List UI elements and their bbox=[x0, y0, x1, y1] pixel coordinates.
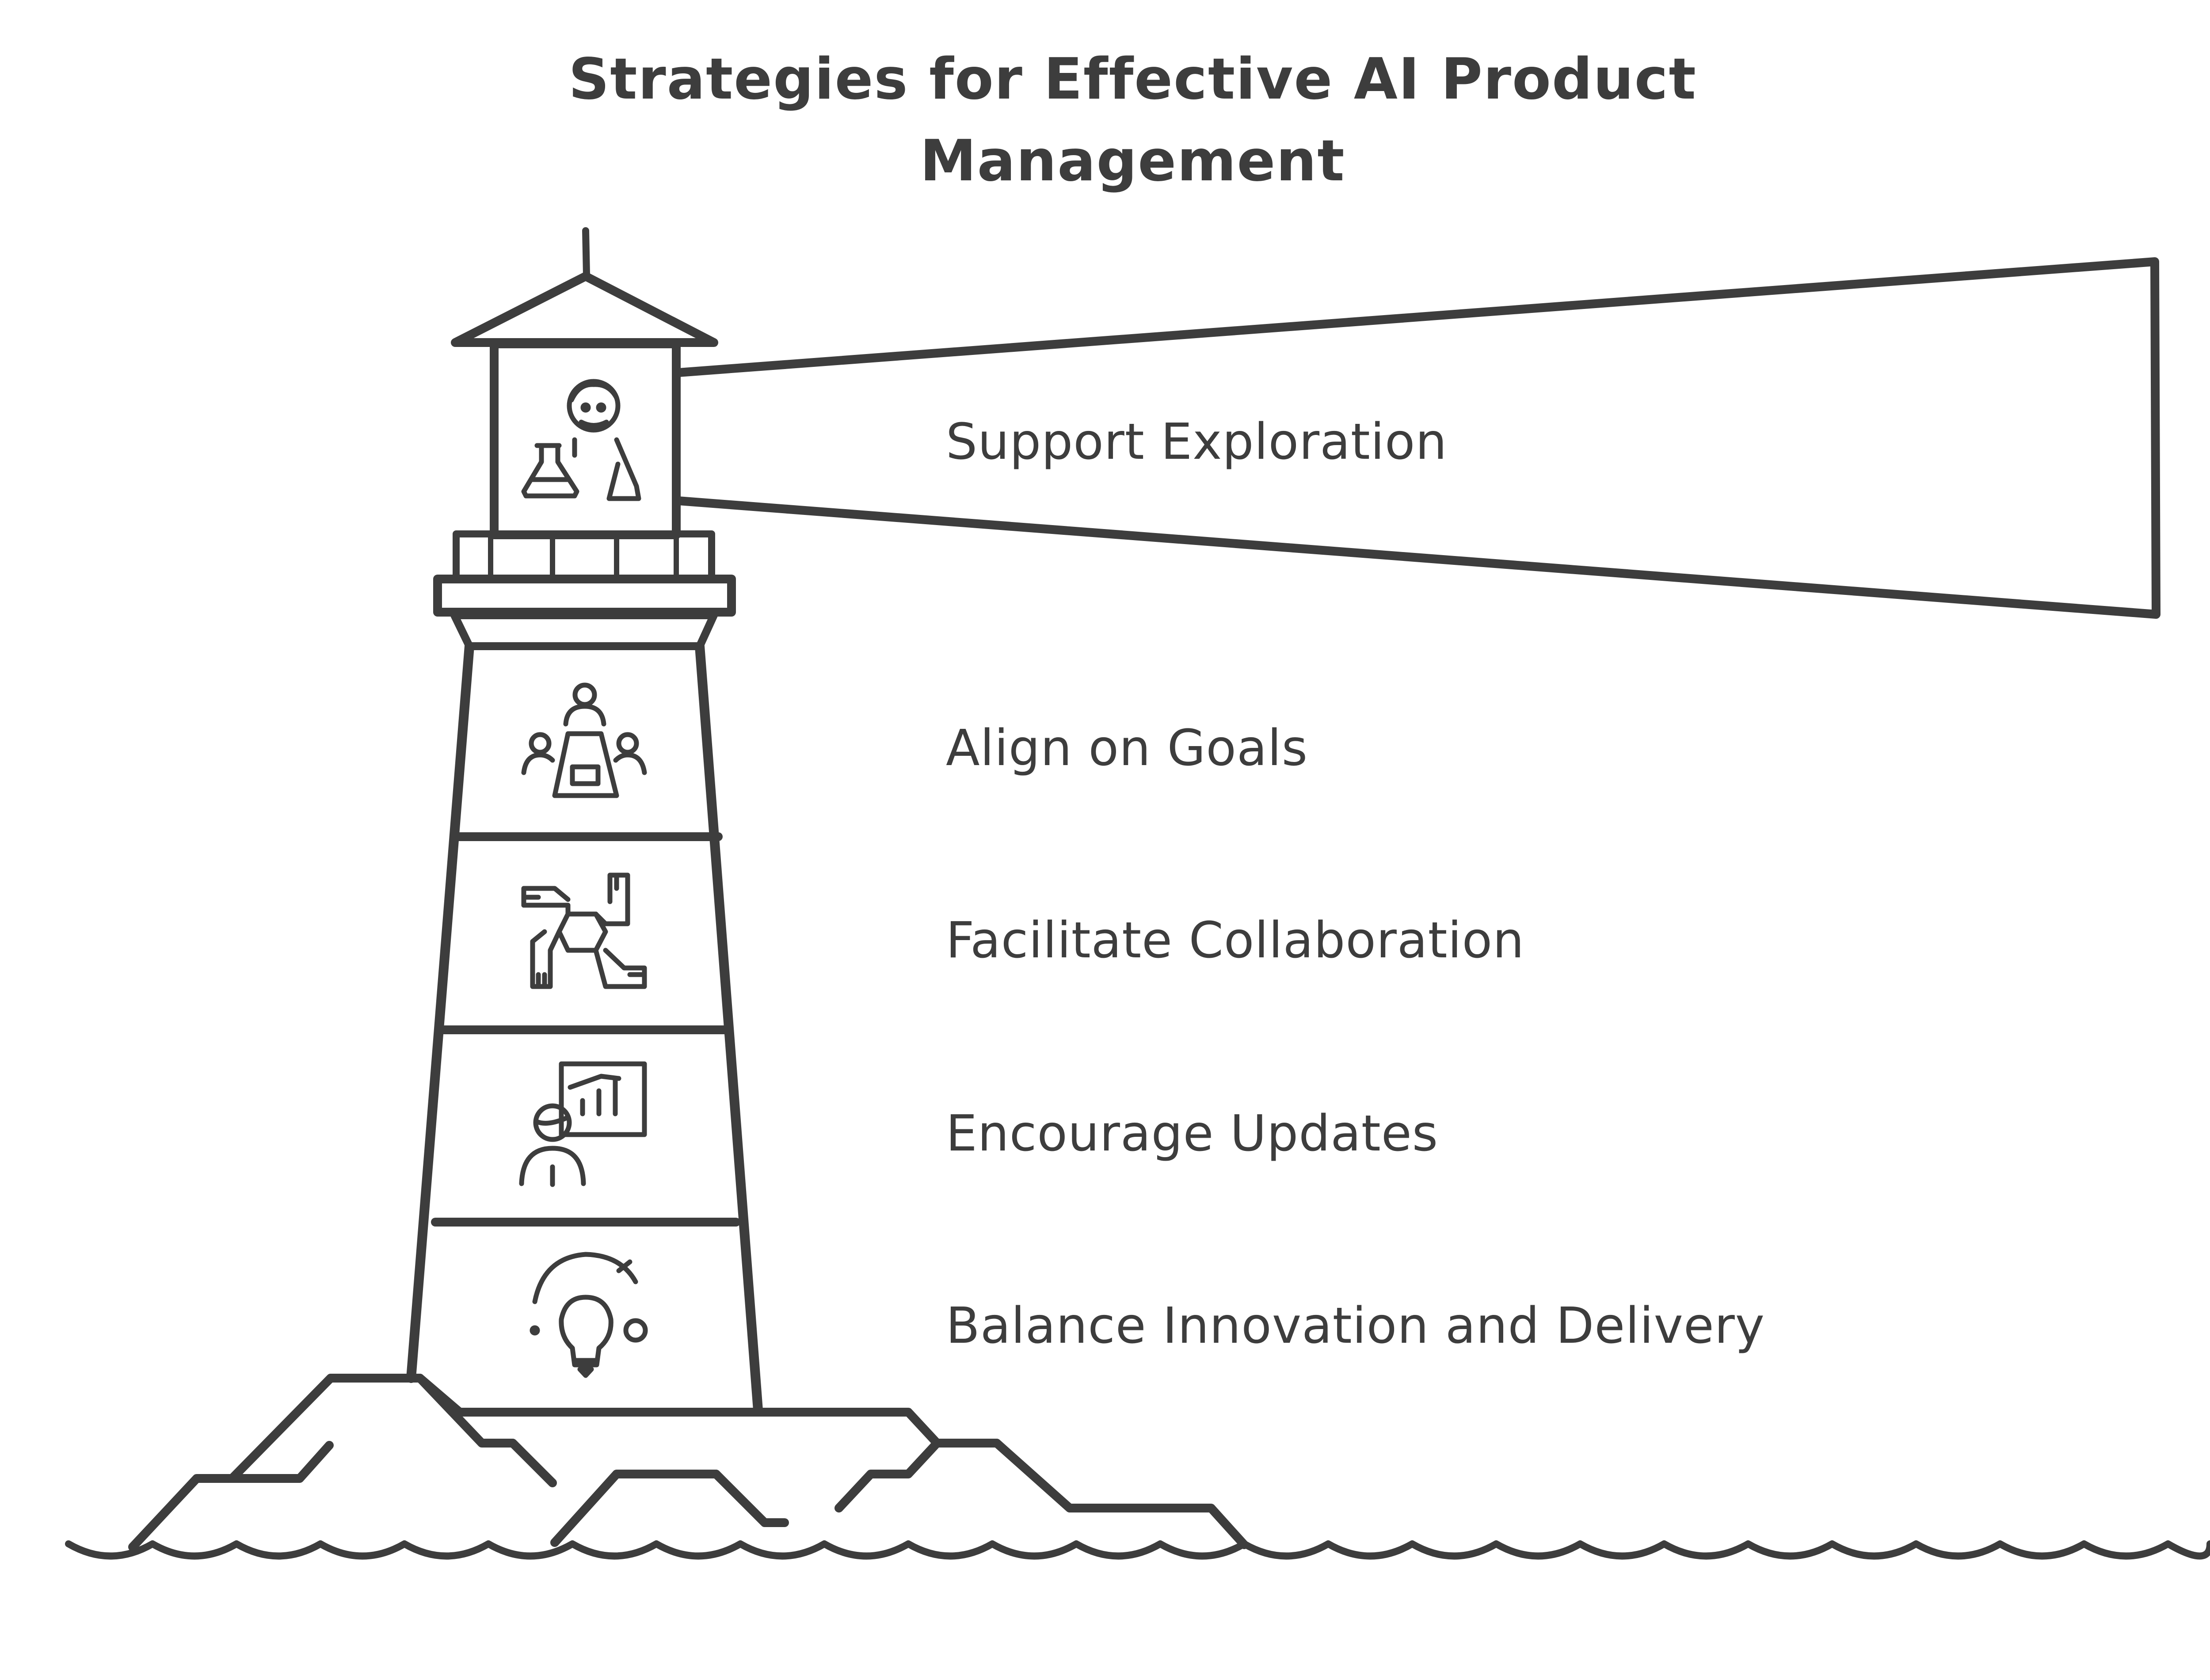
presentation-chart-icon bbox=[519, 1061, 647, 1187]
diagram-title-line-1: Strategies for Effective AI Product bbox=[568, 46, 1697, 112]
lightbulb-balance-icon bbox=[530, 1252, 648, 1378]
rocks-right-ledge bbox=[834, 1439, 941, 1512]
gallery-railing bbox=[453, 530, 715, 583]
lantern-roof bbox=[451, 272, 718, 347]
lantern-room bbox=[490, 339, 681, 539]
tower-corbel bbox=[450, 611, 718, 650]
tower-band-lines bbox=[431, 832, 740, 1227]
strategy-label-align-on-goals: Align on Goals bbox=[946, 720, 1308, 777]
scientist-icon bbox=[521, 379, 641, 501]
sea-waves bbox=[65, 1540, 2210, 1560]
joined-hands-icon bbox=[521, 872, 647, 989]
strategy-label-encourage-updates: Encourage Updates bbox=[946, 1105, 1439, 1162]
railing-posts bbox=[488, 532, 679, 581]
rocks-left bbox=[128, 1374, 557, 1551]
antenna bbox=[582, 227, 590, 278]
rocks-left-ledge bbox=[228, 1441, 334, 1483]
strategy-label-support-exploration: Support Exploration bbox=[946, 413, 1448, 471]
gallery-deck bbox=[433, 575, 736, 617]
strategy-label-facilitate-collaboration: Facilitate Collaboration bbox=[946, 912, 1525, 969]
team-meeting-icon bbox=[521, 682, 647, 798]
rocks-center bbox=[550, 1470, 789, 1547]
light-beam bbox=[674, 257, 2160, 619]
rocks-main bbox=[415, 1374, 1249, 1549]
strategy-label-balance-innovation-and-delivery: Balance Innovation and Delivery bbox=[946, 1297, 1765, 1355]
diagram-title-line-2: Management bbox=[920, 128, 1345, 194]
